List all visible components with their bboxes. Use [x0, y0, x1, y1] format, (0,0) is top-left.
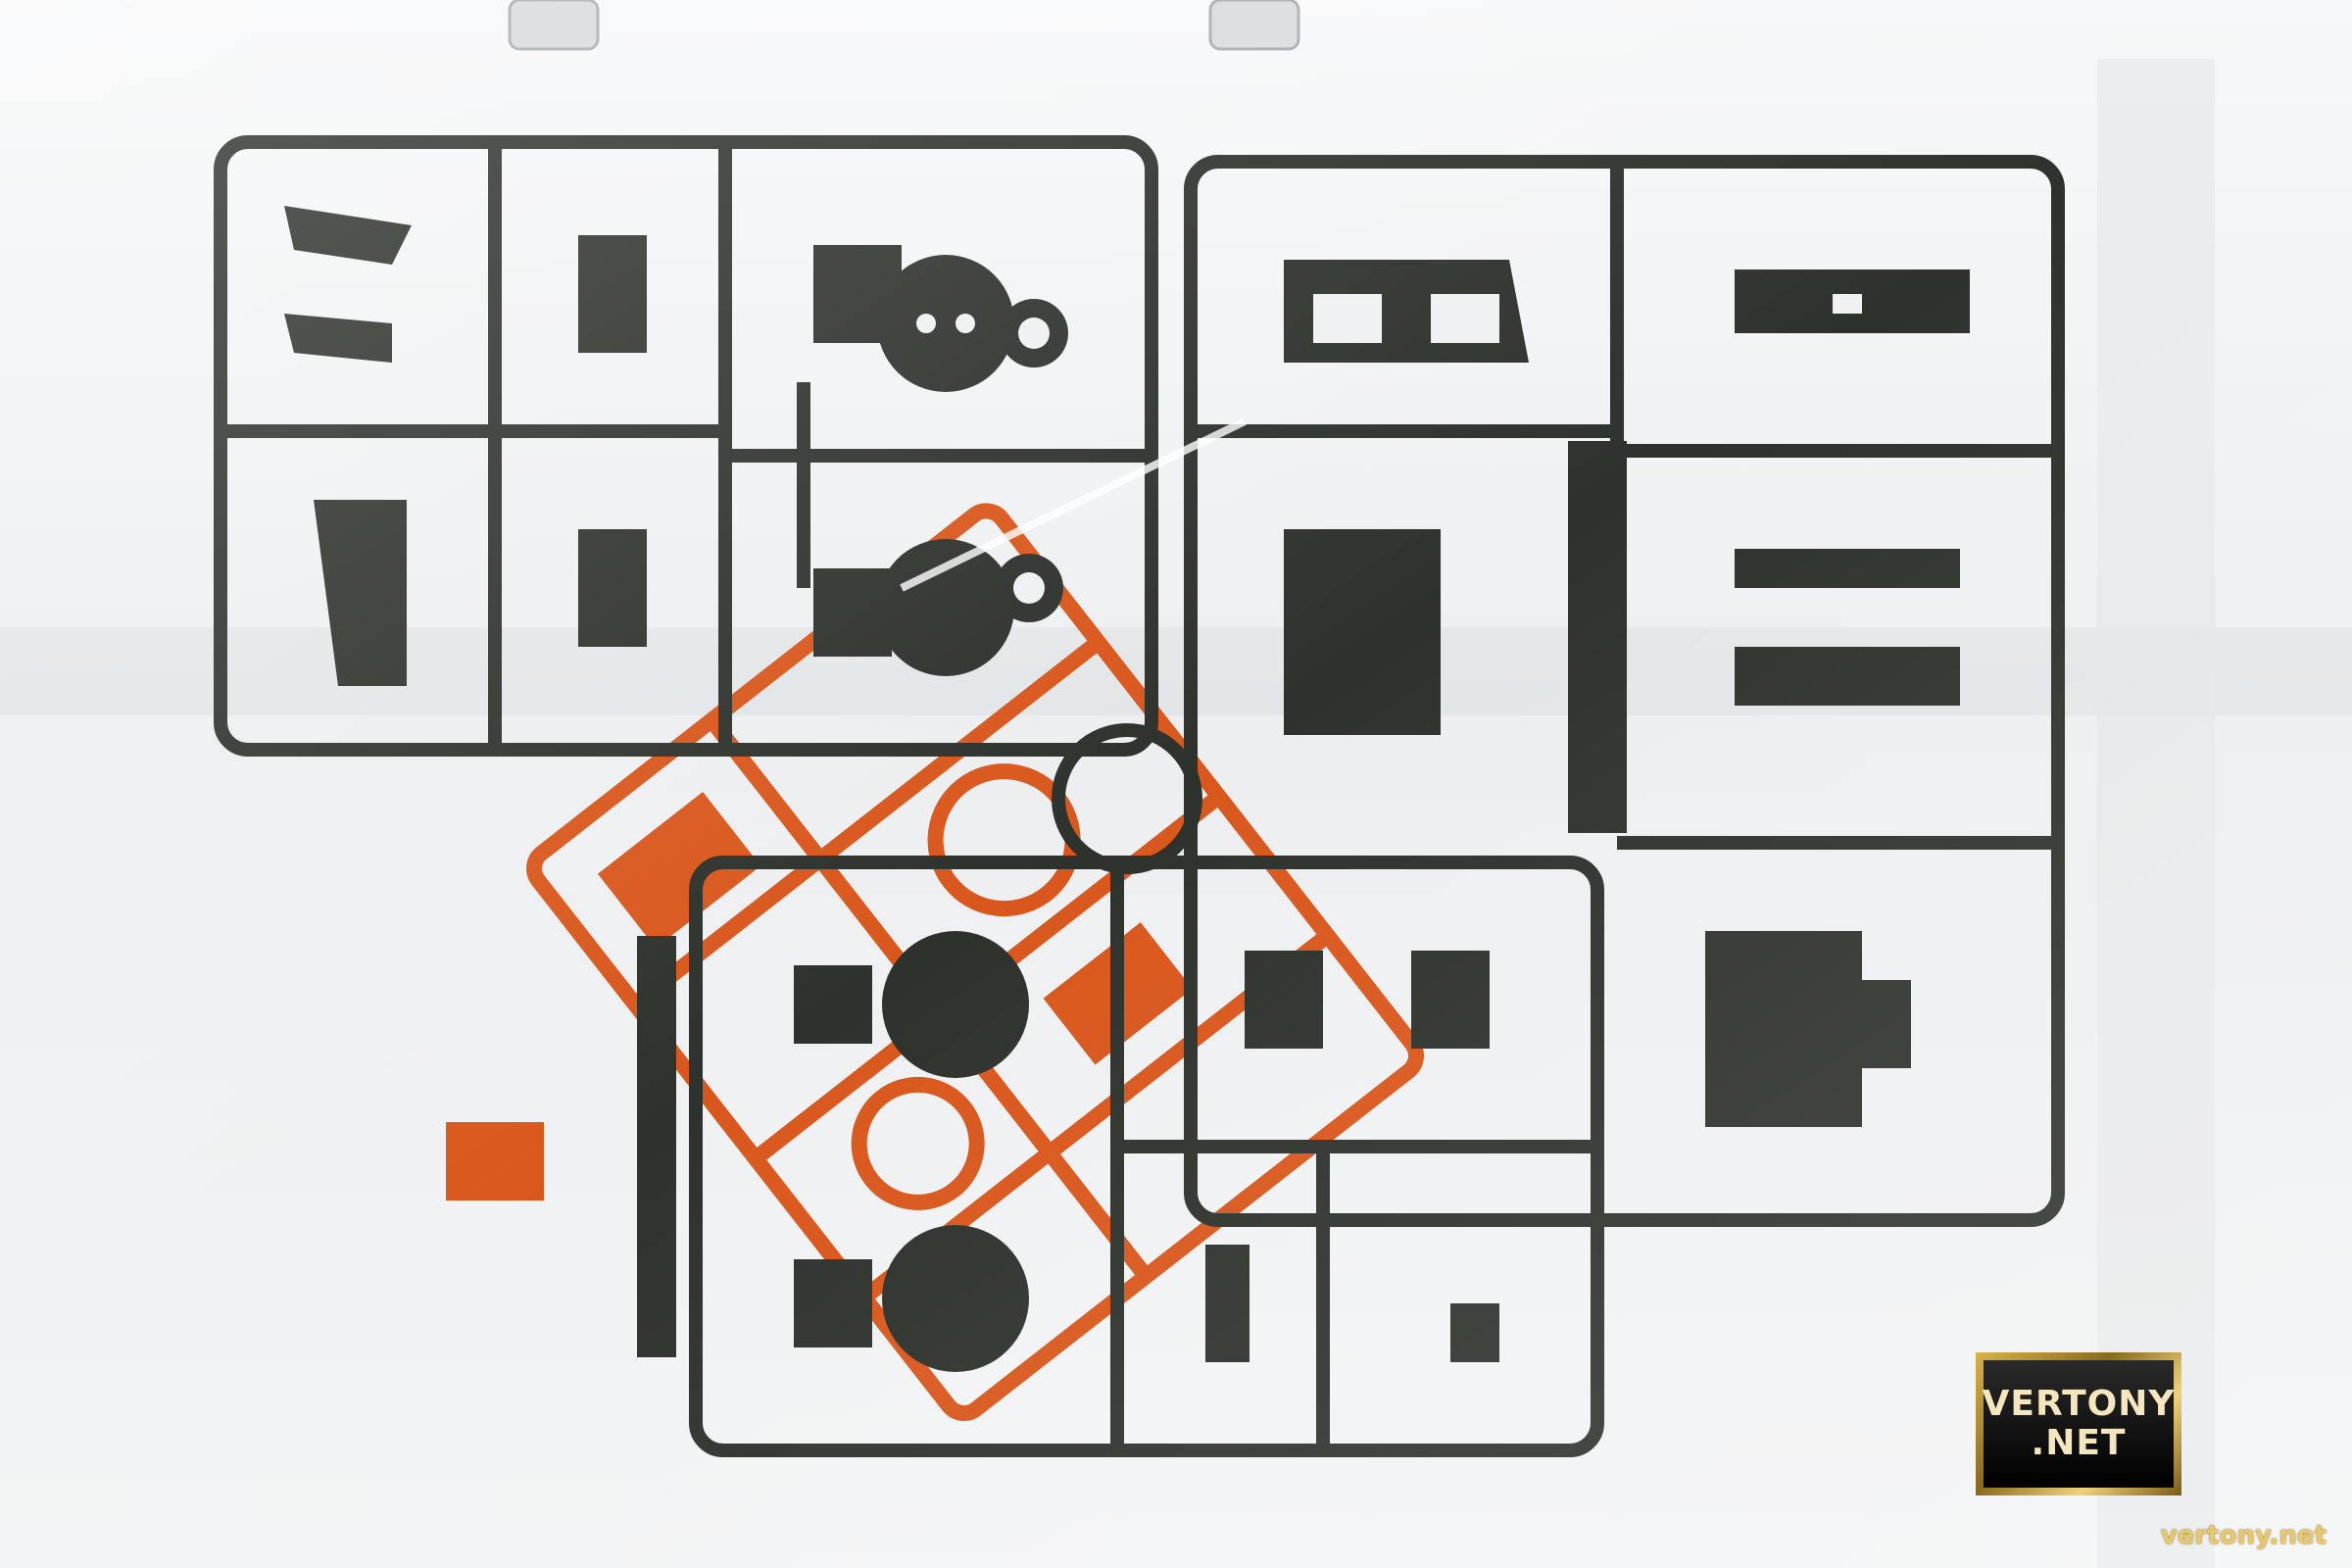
logo-line2: .NET — [2031, 1423, 2127, 1463]
vertony-logo: VERTONY .NET — [1976, 1352, 2181, 1495]
logo-line1: VERTONY — [1982, 1384, 2176, 1424]
vertony-logo-inner: VERTONY .NET — [1982, 1360, 2176, 1488]
watermark-text: vertony.net — [2160, 1521, 2327, 1550]
bag-glare — [900, 417, 1247, 592]
